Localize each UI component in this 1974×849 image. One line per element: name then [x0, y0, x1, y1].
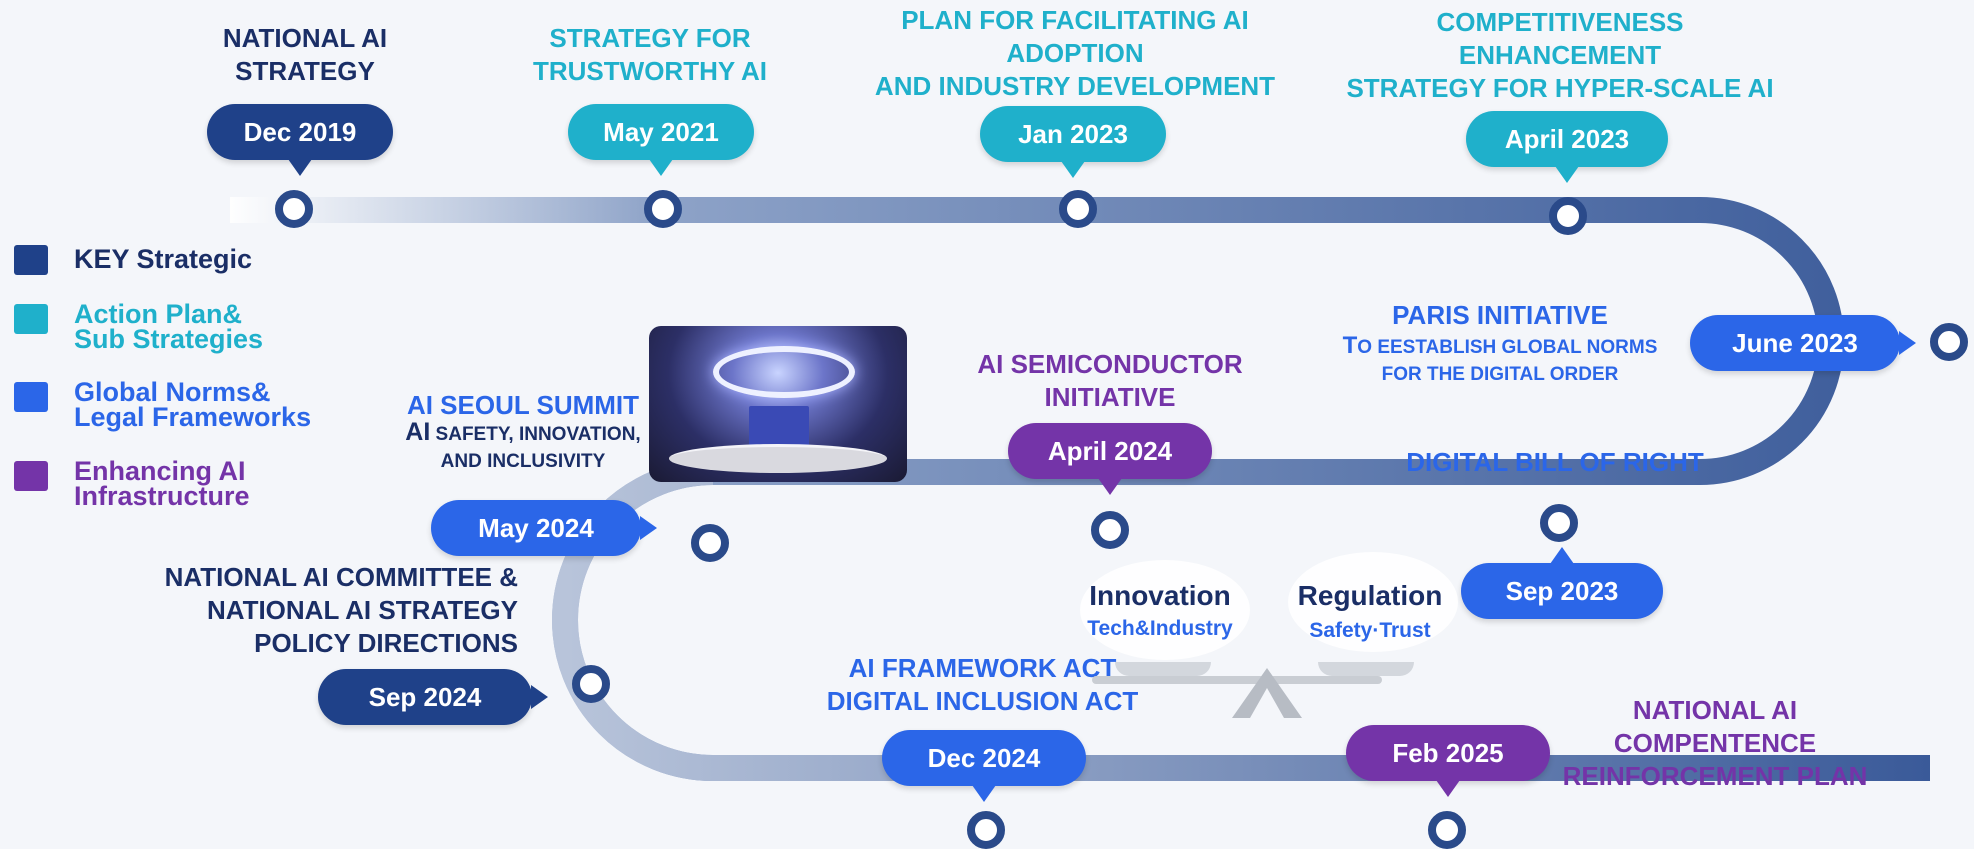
node-sep2023: [1540, 504, 1578, 542]
legend-label: Enhancing AI Infrastructure: [74, 456, 250, 511]
pin-pointer: [1550, 547, 1574, 564]
date-label: May 2024: [478, 513, 594, 543]
milestone-sub-text: SAFETY, INNOVATION, AND INCLUSIVITY: [435, 424, 641, 472]
summit-photo: [649, 326, 907, 482]
legend-action-plan: Action Plan& Sub Strategies: [14, 299, 264, 354]
node-dec2024: [967, 811, 1005, 849]
photo-ceiling-ring: [713, 346, 855, 398]
date-label: April 2023: [1504, 124, 1630, 154]
date-label: Dec 2019: [243, 117, 357, 147]
legend-swatch: [14, 382, 48, 412]
scale-plate-left: [1115, 662, 1211, 676]
milestone-title-dec2024: AI FRAMEWORK ACT DIGITAL INCLUSION ACT: [826, 653, 1139, 716]
date-pin-jan2023: Jan 2023: [980, 106, 1166, 178]
milestone-title-apr2023: COMPETITIVENESS ENHANCEMENT STRATEGY FOR…: [1346, 7, 1774, 103]
scale-plate-right: [1318, 662, 1414, 676]
date-label: Feb 2025: [1392, 738, 1504, 768]
photo-table: [669, 444, 887, 473]
node-feb2025: [1428, 811, 1466, 849]
date-pin-apr2024: April 2024: [1008, 423, 1212, 495]
legend-label: Global Norms& Legal Frameworks: [74, 377, 312, 432]
legend-key-strategic: KEY Strategic: [14, 243, 252, 275]
milestone-sub-jun2023: TO EESTABLISH GLOBAL NORMS FOR THE DIGIT…: [1320, 332, 1680, 388]
scale-right-title: Regulation: [1297, 580, 1443, 611]
node-jun2023: [1930, 323, 1968, 361]
date-label: April 2024: [1047, 436, 1173, 466]
date-label: Jan 2023: [1018, 119, 1128, 149]
pin-pointer: [1098, 478, 1122, 495]
pin-pointer: [649, 159, 673, 176]
node-may2021: [644, 190, 682, 228]
node-sep2024: [572, 665, 610, 703]
milestone-title-sep2023: DIGITAL BILL OF RIGHT: [1406, 447, 1704, 477]
milestone-title-dec2019: NATIONAL AI STRATEGY: [222, 23, 388, 86]
balance-scale-icon: [1232, 668, 1302, 718]
node-jan2023: [1059, 190, 1097, 228]
legend-swatch: [14, 461, 48, 491]
date-label: June 2023: [1732, 328, 1858, 358]
photo-screen: [749, 406, 809, 446]
scale-glow-right: [1288, 552, 1458, 652]
node-apr2024: [1091, 511, 1129, 549]
milestone-title-apr2024: AI SEMICONDUCTOR INITIATIVE: [977, 349, 1243, 412]
date-label: Sep 2024: [368, 682, 482, 712]
milestone-sub-lead: AI: [405, 418, 431, 446]
legend-global-norms: Global Norms& Legal Frameworks: [14, 377, 312, 432]
pin-pointer: [1899, 331, 1916, 355]
date-label: Dec 2024: [927, 743, 1041, 773]
milestone-title-feb2025: NATIONAL AI COMPENTENCE REINFORCEMENT PL…: [1562, 695, 1868, 791]
legend-infrastructure: Enhancing AI Infrastructure: [14, 456, 250, 511]
date-pin-dec2024: Dec 2024: [882, 730, 1086, 802]
date-pin-jun2023: June 2023: [1690, 315, 1916, 371]
scale-left-sub: Tech&Industry: [1087, 617, 1233, 640]
milestone-title-sep2024: NATIONAL AI COMMITTEE & NATIONAL AI STRA…: [164, 562, 518, 658]
date-pin-dec2019: Dec 2019: [207, 104, 393, 176]
milestone-title-jun2023: PARIS INITIATIVE: [1392, 300, 1608, 330]
milestone-sub-lead: T: [1342, 332, 1358, 359]
legend-label: KEY Strategic: [74, 244, 253, 274]
node-apr2023: [1549, 197, 1587, 235]
pin-pointer: [1061, 161, 1085, 178]
scale-glow-left: [1080, 560, 1250, 660]
date-pin-apr2023: April 2023: [1466, 111, 1668, 183]
milestone-title-may2024: AI SEOUL SUMMIT: [406, 390, 640, 420]
milestone-title-jan2023: PLAN FOR FACILITATING AI ADOPTION AND IN…: [874, 5, 1276, 101]
date-pin-may2021: May 2021: [568, 104, 754, 176]
legend-label: Action Plan& Sub Strategies: [74, 299, 264, 354]
pin-pointer: [1436, 780, 1460, 797]
scale-right-sub: Safety·Trust: [1309, 619, 1431, 642]
node-dec2019: [275, 190, 313, 228]
date-pin-sep2023: Sep 2023: [1461, 547, 1663, 619]
pin-pointer: [531, 685, 548, 709]
milestone-sub-may2024: AI SAFETY, INNOVATION, AND INCLUSIVITY: [388, 419, 658, 475]
pin-pointer: [640, 516, 657, 540]
scale-beam: [1092, 676, 1382, 684]
scale-left-title: Innovation: [1089, 580, 1231, 611]
date-label: May 2021: [603, 117, 719, 147]
date-pin-sep2024: Sep 2024: [318, 669, 548, 725]
legend-swatch: [14, 304, 48, 334]
pin-pointer: [972, 785, 996, 802]
date-pin-may2024: May 2024: [431, 500, 657, 556]
date-pin-feb2025: Feb 2025: [1346, 725, 1550, 797]
legend-swatch: [14, 245, 48, 275]
pin-pointer: [1555, 166, 1579, 183]
milestone-sub-text: O EESTABLISH GLOBAL NORMS FOR THE DIGITA…: [1357, 337, 1658, 385]
date-label: Sep 2023: [1505, 576, 1619, 606]
pin-pointer: [288, 159, 312, 176]
node-may2024: [691, 524, 729, 562]
milestone-title-may2021: STRATEGY FOR TRUSTWORTHY AI: [533, 23, 767, 86]
